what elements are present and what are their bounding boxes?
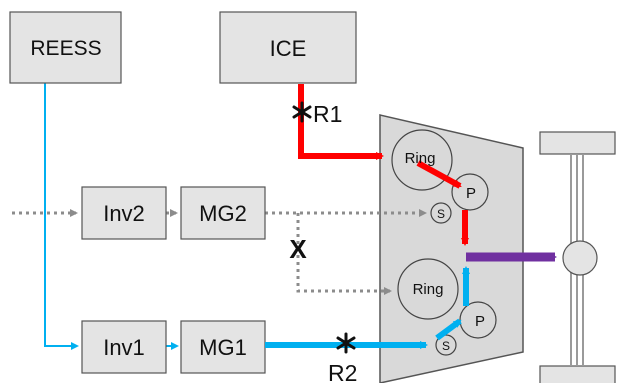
wheel-axle-assembly — [539, 131, 616, 383]
block-label-reess: REESS — [30, 37, 101, 60]
sun-gear-upper — [430, 202, 452, 224]
engine-path-ring-to-planet — [416, 160, 462, 189]
differential — [562, 240, 598, 276]
electric-path-reess-to-inv1 — [44, 83, 79, 350]
gear-label-sun-lower: S — [442, 339, 450, 353]
wheel-top — [539, 131, 616, 155]
block-label-inv2: Inv2 — [103, 201, 145, 226]
marker-r2: R2 — [328, 360, 357, 383]
marker-x: X — [289, 234, 307, 264]
gear-label-planet-lower: P — [475, 313, 485, 330]
block-label-inv1: Inv1 — [103, 335, 145, 360]
marker-r1: R1 — [313, 101, 342, 127]
block-mg1: MG1 — [180, 320, 266, 374]
block-reess: REESS — [9, 11, 122, 84]
block-label-ice: ICE — [270, 36, 307, 61]
block-mg2: MG2 — [180, 186, 266, 240]
block-inv2: Inv2 — [81, 186, 167, 240]
inactive-path-group — [12, 209, 427, 295]
gear-label-sun-upper: S — [437, 207, 445, 221]
gear-label-ring-upper: Ring — [405, 150, 436, 167]
inactive-path-mg2-to-lower-ring — [296, 213, 392, 295]
block-inv1: Inv1 — [81, 320, 167, 374]
block-label-mg1: MG1 — [199, 335, 247, 360]
asterisk-icon — [336, 332, 356, 354]
block-ice: ICE — [219, 11, 357, 84]
asterisk-icon — [292, 101, 312, 123]
gear-label-planet-upper: P — [466, 185, 476, 202]
block-label-mg2: MG2 — [199, 201, 247, 226]
wheel-bottom — [539, 365, 616, 383]
gear-label-ring-lower: Ring — [413, 281, 444, 298]
mg1-path-sun-to-planet — [435, 318, 462, 341]
ring-gear-lower — [397, 258, 459, 320]
